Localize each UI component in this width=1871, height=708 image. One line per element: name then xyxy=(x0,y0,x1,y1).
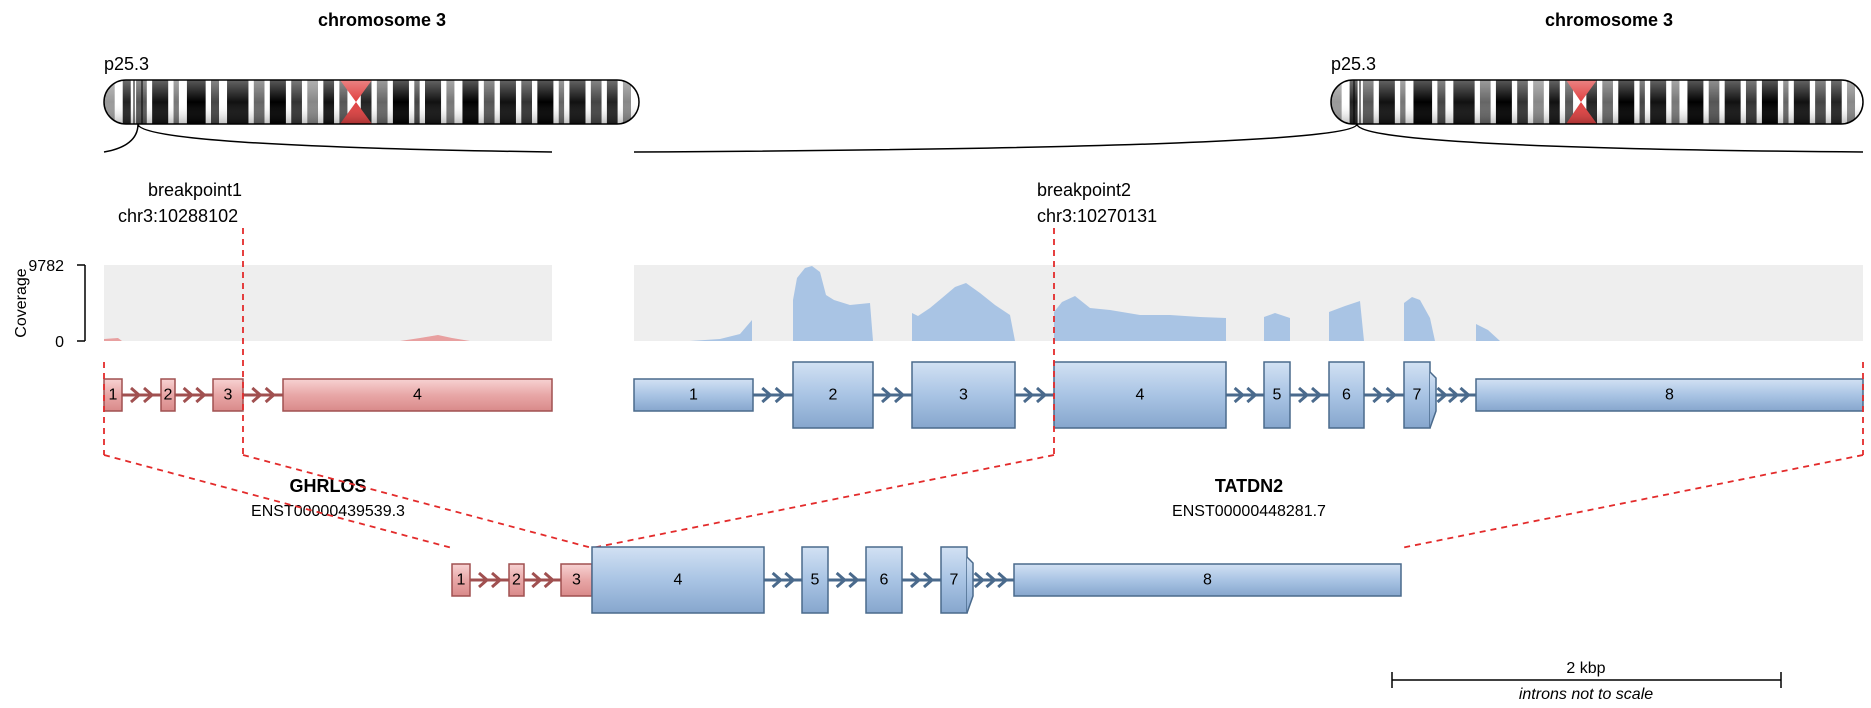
gene2-exon-3: 3 xyxy=(911,361,1016,429)
breakpoint1-position: chr3:10288102 xyxy=(118,206,238,226)
coverage-axis: 9782 0 Coverage xyxy=(13,258,86,351)
breakpoint-lines xyxy=(103,228,1864,549)
fusion-transcript: 1 2 3 4 5 6 7 8 xyxy=(451,546,1402,614)
gene2-exon-8: 8 xyxy=(1475,378,1864,412)
fusion-gene2-exon-5: 5 xyxy=(801,546,829,614)
gene2-exon-label: 3 xyxy=(959,387,968,404)
gene2-exon-7: 7 xyxy=(1403,361,1437,429)
zoom-bracket-left xyxy=(103,123,553,153)
breakpoint1-name: breakpoint1 xyxy=(148,180,242,200)
gene2-symbol: TATDN2 xyxy=(1215,476,1283,496)
gene-track-ghrlos: 1 2 3 4 xyxy=(103,378,553,412)
gene2-exon-1: 1 xyxy=(633,378,754,412)
gene1-transcript: ENST00000439539.3 xyxy=(251,503,405,520)
gene2-exon-label: 4 xyxy=(1136,387,1145,404)
gene1-exon-label: 3 xyxy=(224,387,233,404)
breakpoint2-position: chr3:10270131 xyxy=(1037,206,1157,226)
chromosome-ideogram-left xyxy=(104,80,639,124)
coverage-min-tick: 0 xyxy=(55,334,64,351)
fusion-gene2-exon-label: 7 xyxy=(950,572,959,589)
fusion-gene2-exon-7: 7 xyxy=(940,546,974,614)
fusion-gene2-exon-8: 8 xyxy=(1013,563,1402,597)
fusion-gene1-exon-1: 1 xyxy=(451,563,471,597)
coverage-track-gene2 xyxy=(690,266,1500,341)
coverage-axis-label: Coverage xyxy=(13,268,30,337)
gene1-exon-1: 1 xyxy=(103,378,123,412)
fusion-gene2-exon-4: 4 xyxy=(591,546,765,614)
gene2-transcript: ENST00000448281.7 xyxy=(1172,503,1326,520)
gene2-exon-5: 5 xyxy=(1263,361,1291,429)
fusion-gene1-exon-2: 2 xyxy=(508,563,525,597)
gene2-exon-label: 5 xyxy=(1273,387,1282,404)
gene1-exon-label: 1 xyxy=(109,387,118,404)
scale-bar: 2 kbp introns not to scale xyxy=(1391,660,1782,703)
coverage-track-gene1 xyxy=(104,335,470,341)
fusion-gene2-exon-label: 8 xyxy=(1203,572,1212,589)
fusion-gene1-exon-label: 1 xyxy=(457,572,466,589)
chromosome-title-left: chromosome 3 xyxy=(318,10,446,30)
breakpoint2-name: breakpoint2 xyxy=(1037,180,1131,200)
gene1-exon-label: 2 xyxy=(164,387,173,404)
fusion-gene2-exon-6: 6 xyxy=(865,546,903,614)
scale-bar-note: introns not to scale xyxy=(1519,686,1653,703)
gene1-exon-label: 4 xyxy=(413,387,422,404)
gene2-exon-label: 2 xyxy=(829,387,838,404)
coverage-max-tick: 9782 xyxy=(28,258,64,275)
gene2-exon-6: 6 xyxy=(1328,361,1365,429)
gene1-exon-3: 3 xyxy=(212,378,244,412)
fusion-gene1-exon-label: 2 xyxy=(512,572,521,589)
gene2-exon-2: 2 xyxy=(792,361,874,429)
gene-track-tatdn2: 1 2 3 4 5 6 7 8 xyxy=(633,361,1864,429)
gene2-exon-label: 1 xyxy=(689,387,698,404)
scale-bar-label: 2 kbp xyxy=(1566,660,1605,677)
fusion-gene2-exon-label: 6 xyxy=(880,572,889,589)
gene1-symbol: GHRLOS xyxy=(289,476,366,496)
band-label-left: p25.3 xyxy=(104,54,149,74)
band-label-right: p25.3 xyxy=(1331,54,1376,74)
gene2-exon-label: 8 xyxy=(1665,387,1674,404)
coverage-panel-left xyxy=(104,265,552,341)
fusion-gene2-exon-label: 5 xyxy=(811,572,820,589)
gene1-exon-4: 4 xyxy=(282,378,553,412)
fusion-gene1-exon-3: 3 xyxy=(560,563,593,597)
chromosome-title-right: chromosome 3 xyxy=(1545,10,1673,30)
fusion-gene2-exon-label: 4 xyxy=(674,572,683,589)
gene1-exon-2: 2 xyxy=(160,378,176,412)
fusion-gene1-exon-label: 3 xyxy=(572,572,581,589)
zoom-bracket-right xyxy=(633,123,1864,153)
gene2-exon-label: 7 xyxy=(1413,387,1422,404)
gene2-exon-4: 4 xyxy=(1053,361,1227,429)
gene2-exon-label: 6 xyxy=(1342,387,1351,404)
chromosome-ideogram-right xyxy=(1331,80,1863,124)
